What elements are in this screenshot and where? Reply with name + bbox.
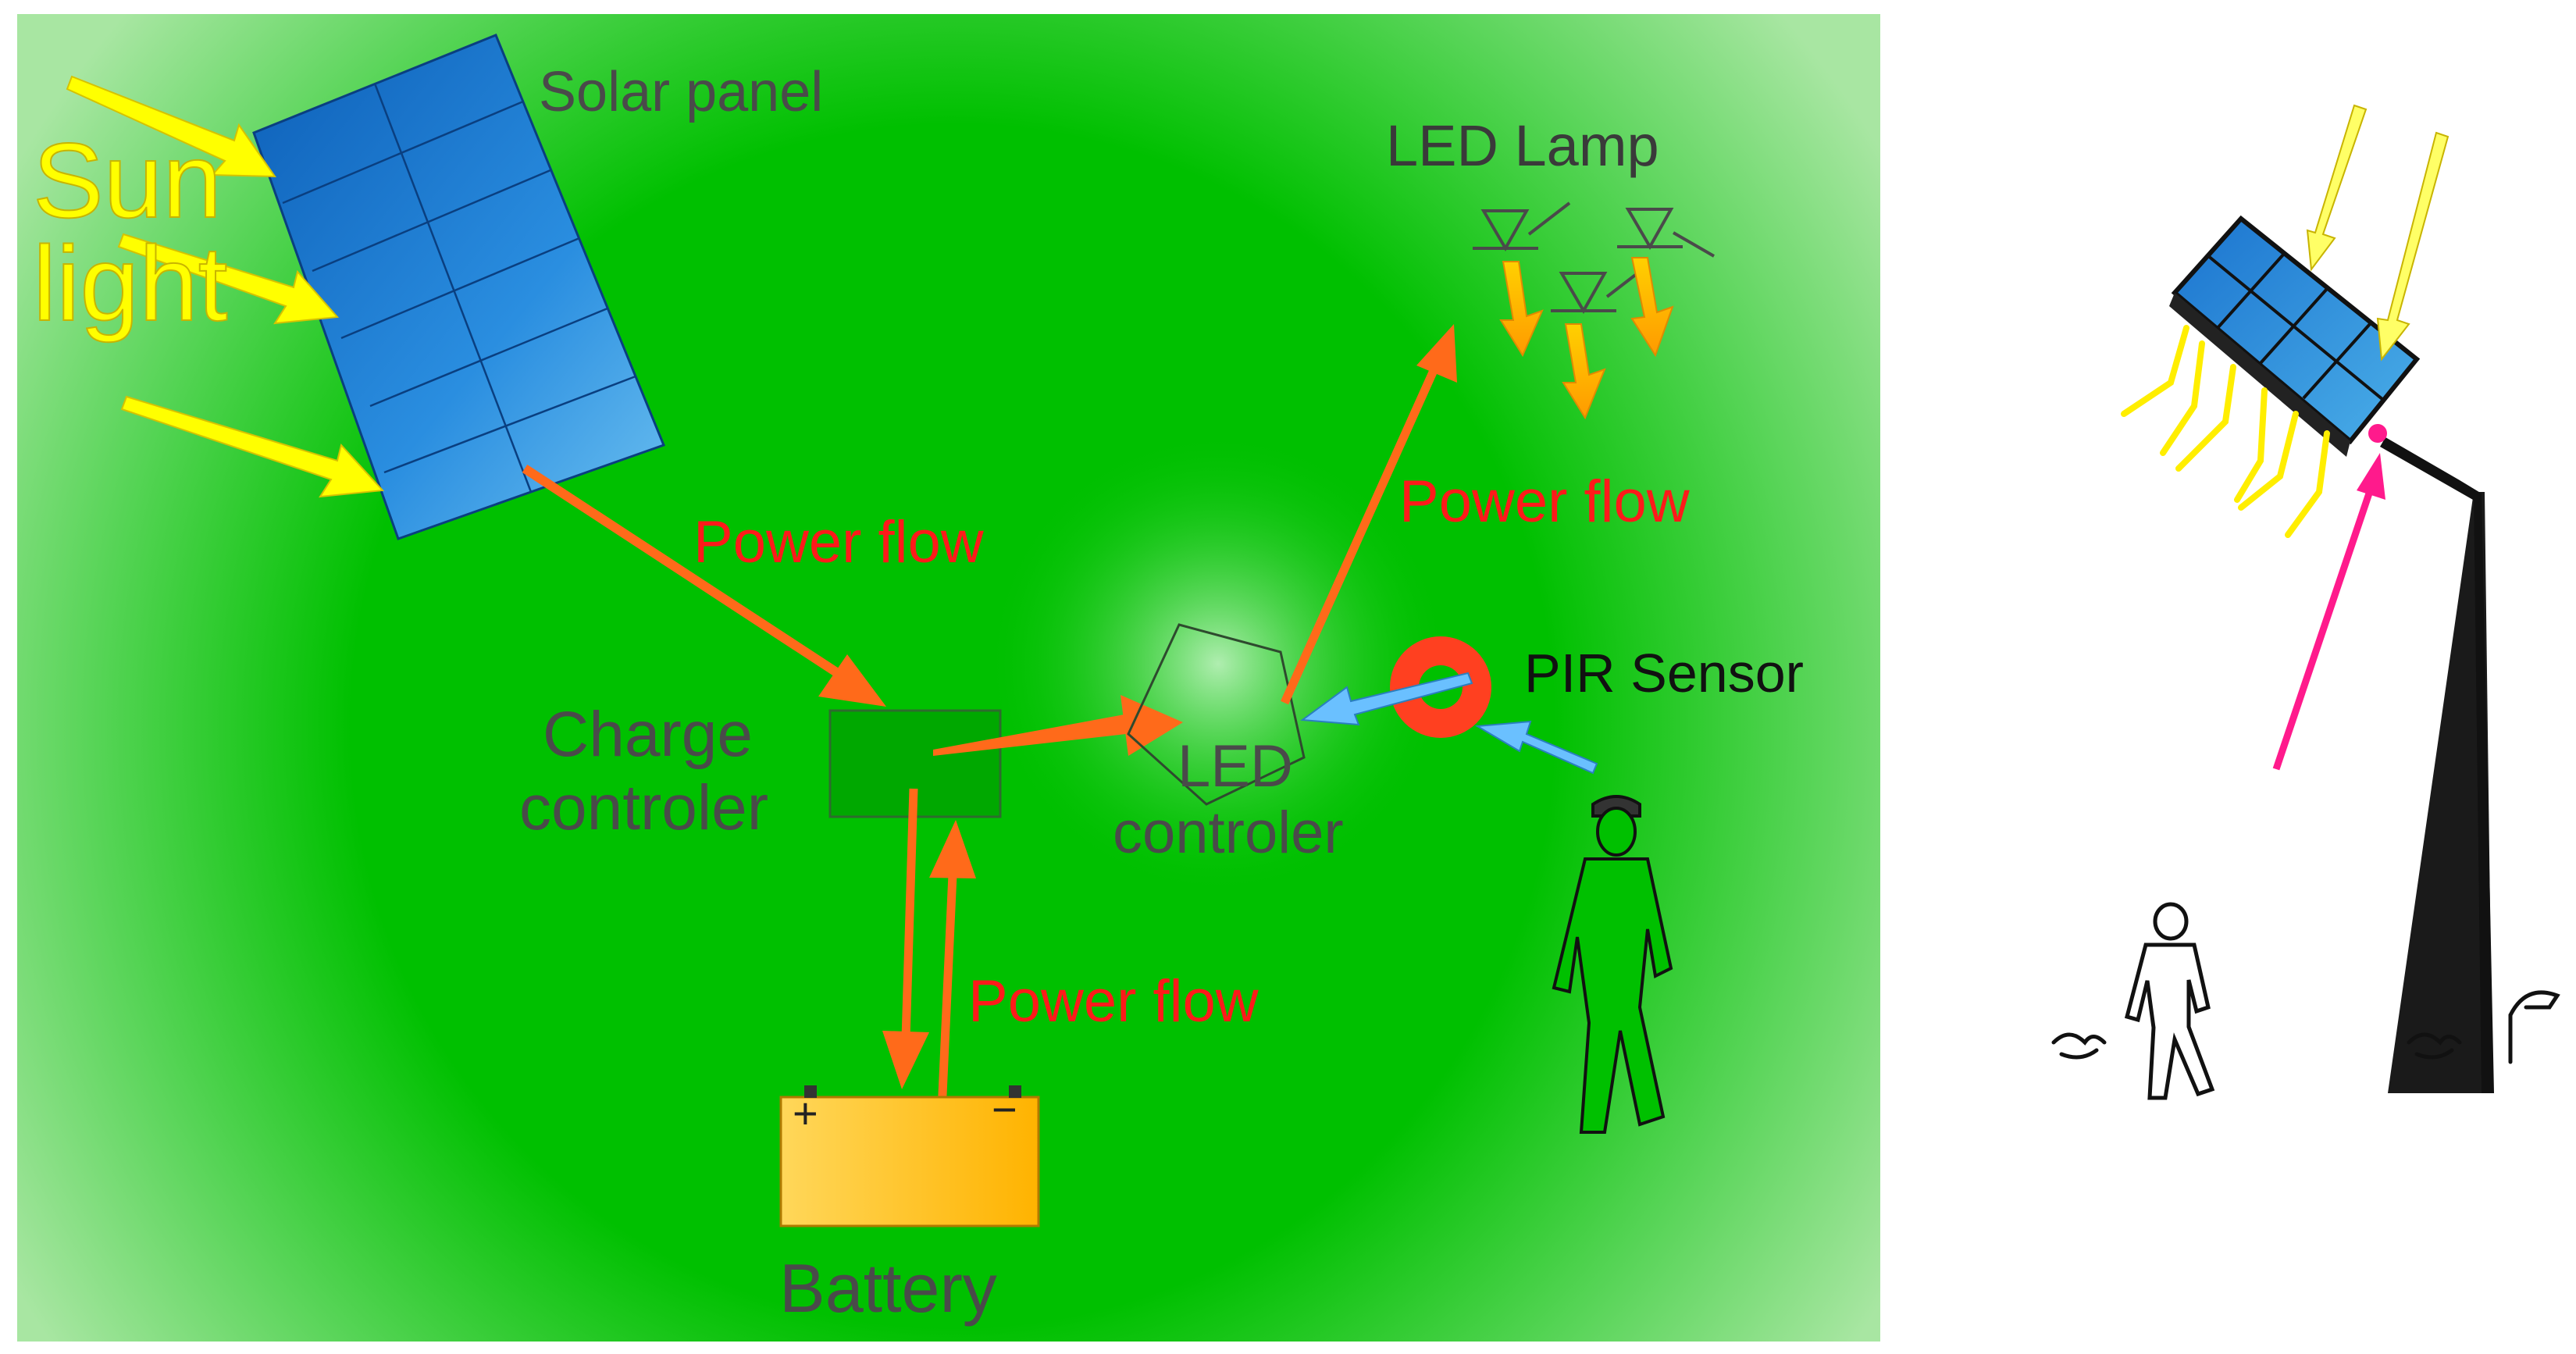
power-arrow-led-to-lamp [1280,324,1457,705]
led-controller-label-line1: LED [1178,733,1293,800]
power-arrow-panel-to-charge [522,464,886,707]
sun-arrow-3 [120,395,385,498]
power-arrow-battery-to-charge [929,820,976,1129]
sunlight-label-line1: Sun [33,121,222,240]
battery-label: Battery [779,1249,997,1327]
power-arrow-charge-to-battery [882,788,929,1089]
battery-plus-label: + [793,1089,818,1138]
solar-panel-label: Solar panel [539,61,823,123]
sensor-signal-arrows [1300,672,1598,775]
sun-arrow-1 [66,75,276,178]
led-lamp-label: LED Lamp [1386,113,1659,178]
sunlight-arrows [66,75,385,498]
grass-tufts [2051,990,2560,1064]
mini-light-rays [2121,325,2330,538]
power-flow-label-3: Power flow [968,968,1259,1035]
pole-sensor-arrow [2272,453,2385,771]
pir-sensor-label: PIR Sensor [1524,643,1804,704]
led-light-arrows [1499,257,1674,420]
power-flow-label-1: Power flow [693,509,985,575]
sunlight-label-line2: light [33,224,228,343]
charge-controller-label-line2: controler [519,772,768,843]
street-lamp-icon [2169,215,2494,1093]
solar-panel-icon [252,34,665,540]
led-controller-label-line2: controler [1113,800,1344,866]
charge-controller-label-line1: Charge [543,699,753,770]
led-controller-shape [1127,623,1306,806]
person-icon [1552,795,1673,1134]
power-flow-label-2: Power flow [1399,469,1691,535]
battery-minus-label: − [992,1085,1017,1134]
sun-arrow-2 [117,233,340,325]
pedestrian-icon [2124,902,2215,1100]
battery-icon [779,1085,1040,1228]
lamp-sensor-dot [2368,424,2387,443]
mini-sun-arrows [2306,104,2450,362]
